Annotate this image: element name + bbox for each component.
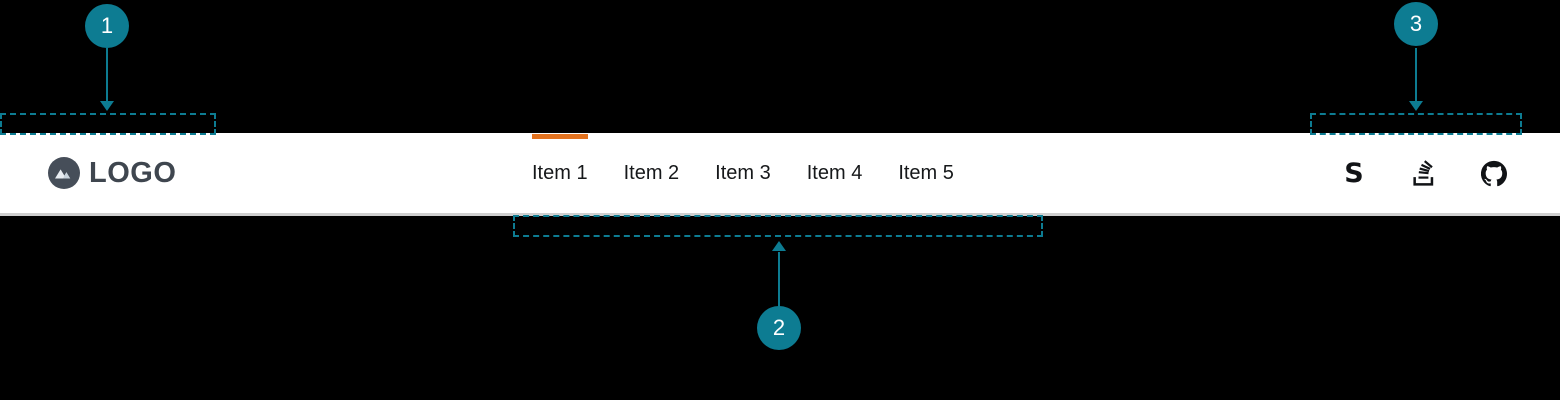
annotation-box-2	[513, 215, 1043, 237]
active-indicator	[532, 134, 588, 139]
annotation-line-2	[778, 252, 780, 310]
brand-name: LOGO	[89, 156, 177, 189]
annotation-arrow-2	[772, 241, 786, 251]
annotation-arrow-3	[1409, 101, 1423, 111]
primary-nav: Item 1 Item 2 Item 3 Item 4 Item 5	[513, 133, 972, 213]
annotation-arrow-1	[100, 101, 114, 111]
nav-item-label: Item 3	[715, 161, 771, 184]
nav-item-4[interactable]: Item 4	[789, 133, 881, 213]
annotation-line-1	[106, 48, 108, 102]
mountain-circle-logo-icon	[48, 157, 80, 189]
stack-overflow-icon[interactable]	[1411, 158, 1437, 188]
annotation-box-3	[1310, 113, 1522, 135]
nav-item-label: Item 5	[898, 161, 954, 184]
nav-item-1[interactable]: Item 1	[513, 133, 606, 213]
nav-item-label: Item 2	[623, 161, 680, 184]
annotation-badge-2[interactable]: 2	[757, 306, 801, 350]
nav-item-label: Item 1	[532, 161, 588, 184]
annotation-badge-3[interactable]: 3	[1394, 2, 1438, 46]
skype-icon[interactable]: S	[1341, 158, 1367, 188]
social-links: S	[1341, 133, 1507, 213]
annotation-badge-1[interactable]: 1	[85, 4, 129, 48]
annotation-line-3	[1415, 48, 1417, 102]
skype-icon-glyph: S	[1344, 157, 1364, 189]
nav-item-2[interactable]: Item 2	[606, 133, 698, 213]
github-icon[interactable]	[1481, 158, 1507, 188]
site-header: LOGO Item 1 Item 2 Item 3 Item 4 Ite	[0, 133, 1560, 216]
nav-item-3[interactable]: Item 3	[697, 133, 789, 213]
nav-item-5[interactable]: Item 5	[880, 133, 972, 213]
nav-item-label: Item 4	[806, 161, 863, 184]
brand-logo[interactable]: LOGO	[48, 133, 176, 213]
annotation-box-1	[0, 113, 216, 135]
